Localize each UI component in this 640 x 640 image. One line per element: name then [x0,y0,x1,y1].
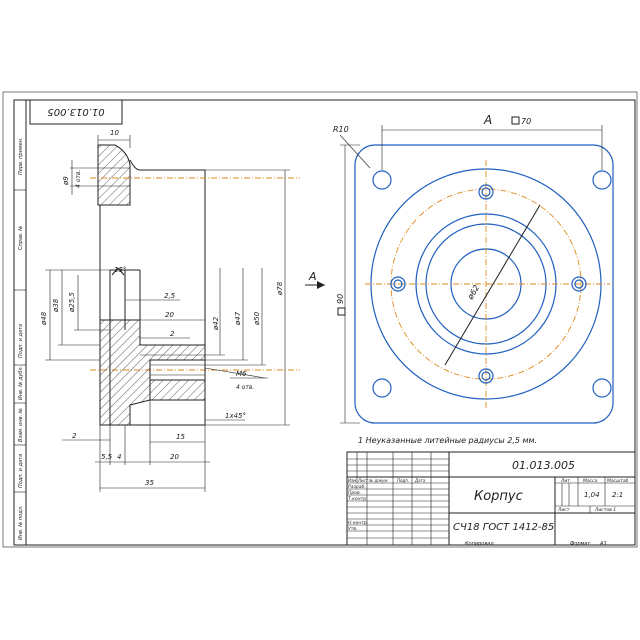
stamp-inv-podl: Инв. № подл. [18,506,24,541]
sheet-label: Лист [557,507,570,513]
title-name: Корпус [474,489,523,504]
top-view: ø62 R10 A 70 90 [333,113,614,424]
dim-sq70: 70 [521,117,531,126]
role-tkontr: Т.контр. [348,496,368,502]
dim-angle: 15° [114,266,126,274]
dim-5-5: 5,5 [101,453,113,461]
note-text: 1 Неуказанные литейные радиусы 2,5 мм. [358,436,537,445]
dim-2-5: 2,5 [164,292,176,300]
dim-4: 4 [117,453,121,461]
sheets-label: Листов 1 [594,507,616,513]
dim-d50: ø50 [253,311,261,326]
col-mass: Масса [583,478,598,484]
stamp-perv-primen: Перв. примен. [18,137,24,175]
hdr-podp: Подп. [397,478,409,483]
col-lit: Лит. [560,478,571,484]
dim-d25-5: ø25,5 [68,292,76,313]
hdr-list: Лист [357,478,369,483]
side-stamp-column: Перв. примен. Справ. № Подп. и дата Инв.… [13,100,27,545]
dim-sq90: 90 [336,294,345,304]
dim-d48: ø48 [40,311,48,326]
dim-35: 35 [145,479,154,487]
col-scale: Масштаб [607,478,629,484]
format-value: А3 [599,541,607,547]
copied-label: Копировал [465,541,494,547]
rotated-doc-code: 01.013.005 [47,106,104,117]
dim-2-left: 2 [72,432,77,440]
dim-m6-holes: 4 отв. [236,384,254,391]
dim-chamfer: 1х45° [225,412,246,420]
stamp-podp-data-2: Подп. и дата [18,454,24,488]
section-label: A [483,113,492,127]
dim-d38: ø38 [52,298,60,313]
outer-frame [2,91,638,548]
dim-d78: ø78 [276,281,284,296]
stamp-inv-dubl: Инв. № дубл. [18,366,24,400]
value-mass: 1,04 [584,491,600,499]
stamp-sprav: Справ. № [18,226,24,250]
value-scale: 2:1 [612,491,623,499]
view-arrow-label: A [308,270,317,283]
view-arrow: A [305,270,325,289]
dim-d9: ø9 [62,176,70,186]
dim-20-bottom: 20 [170,453,179,461]
dim-d47: ø47 [234,311,242,326]
dim-2-mid: 2 [170,330,175,338]
section-dimensions: 10 ø9 4 отв. 15° ø48 ø38 ø25,5 2,5 20 2 [40,129,290,492]
hdr-izm: Изм [348,478,356,483]
title-block: Изм Лист № докум. Подп. Дата Разраб. Про… [346,451,636,547]
hdr-data: Дата [414,478,426,483]
dim-d42: ø42 [212,316,220,331]
role-prov: Пров. [348,490,361,496]
stamp-vzam-inv: Взам. инв. № [18,408,24,442]
dim-m6: M6 [236,370,247,378]
hdr-dokum: № докум. [368,478,389,483]
dim-d9-holes: 4 отв. [75,170,82,188]
dim-15: 15 [176,433,185,441]
rotated-code-box: 01.013.005 [29,99,123,125]
format-label: Формат [570,541,591,547]
dim-r10: R10 [333,125,349,134]
section-view [90,144,300,426]
role-utv: Утв. [348,526,357,532]
role-nkontr: Н.контр. [348,520,368,526]
dim-20-top: 20 [165,311,174,319]
dim-d62: ø62 [465,283,481,301]
dim-10: 10 [110,129,119,137]
title-code: 01.013.005 [512,459,575,472]
stamp-podp-data-1: Подп. и дата [18,324,24,358]
title-material: СЧ18 ГОСТ 1412-85 [453,522,554,533]
role-razrab: Разраб. [348,484,366,490]
